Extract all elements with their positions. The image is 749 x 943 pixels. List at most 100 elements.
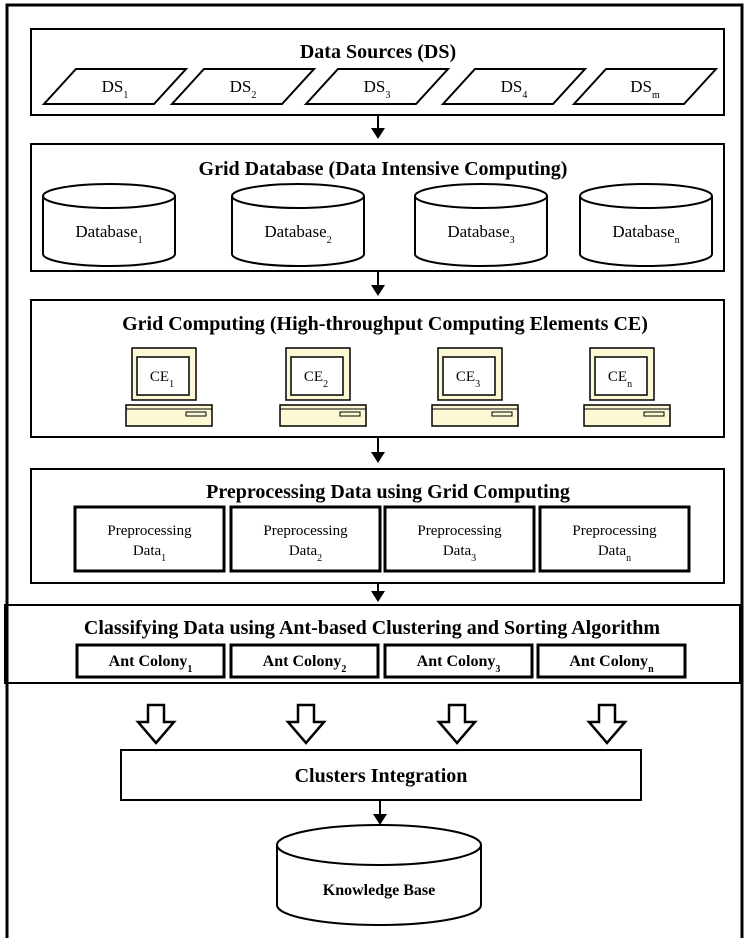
hollow-arrow-2 — [285, 703, 327, 745]
data-source-label-base: DS — [230, 77, 252, 96]
knowledge-base-label: Knowledge Base — [323, 882, 435, 899]
data-source-label-sub: m — [652, 90, 660, 101]
database-label: Database3 — [447, 222, 514, 246]
database-label: Databasen — [612, 222, 679, 246]
computer-label-sub: 2 — [323, 379, 328, 390]
database-label-base: Database — [75, 222, 137, 241]
ant-colony-2: Ant Colony2 — [229, 643, 380, 679]
database-label-base: Database — [612, 222, 674, 241]
computer-screen — [136, 356, 190, 396]
data-source-3: DS3 — [303, 68, 451, 105]
data-source-label: DS1 — [102, 77, 129, 101]
database-cylinder — [579, 196, 713, 267]
arrow-4 — [371, 583, 385, 602]
computer-label: CE1 — [150, 369, 174, 390]
preprocessing-line2: Data1 — [133, 543, 166, 564]
database-label-base: Database — [264, 222, 326, 241]
grid-computing-section: Grid Computing (High-throughput Computin… — [30, 299, 725, 438]
ant-colony-label-base: Ant Colony — [263, 653, 342, 670]
database-label-sub: n — [675, 235, 680, 246]
data-source-shape — [41, 68, 189, 105]
data-source-label-base: DS — [501, 77, 523, 96]
database-2: Database2 — [231, 183, 365, 267]
preprocessing-line2-base: Data — [289, 543, 318, 559]
computer-label-base: CE — [608, 369, 627, 385]
database-cylinder-top — [231, 183, 365, 209]
computer-label-base: CE — [304, 369, 323, 385]
data-source-shape — [440, 68, 588, 105]
data-source-shape — [571, 68, 719, 105]
data-source-label: DS2 — [230, 77, 257, 101]
preprocessing-line2-sub: 1 — [161, 553, 166, 564]
computer-label-sub: 1 — [169, 379, 174, 390]
ant-colony-4: Ant Colonyn — [536, 643, 687, 679]
data-source-label-sub: 1 — [123, 90, 128, 101]
preprocessing-line2-sub: 3 — [471, 553, 476, 564]
computer-base — [125, 404, 213, 427]
database-cylinder-top — [42, 183, 176, 209]
hollow-arrows — [135, 703, 628, 745]
computer-screen — [290, 356, 344, 396]
preprocessing-line2-base: Data — [598, 543, 627, 559]
data-source-label-sub: 2 — [251, 90, 256, 101]
ant-colony-label-sub: 1 — [187, 664, 192, 675]
data-source-label-base: DS — [630, 77, 652, 96]
data-source-label: DSm — [630, 77, 660, 101]
computer-base — [583, 404, 671, 427]
database-label: Database2 — [264, 222, 331, 246]
preprocessing-line1: Preprocessing — [417, 523, 502, 539]
computer-label: CE3 — [456, 369, 480, 390]
arrow-3 — [371, 437, 385, 463]
data-source-1: DS1 — [41, 68, 189, 105]
data-source-4: DS4 — [440, 68, 588, 105]
database-label-sub: 3 — [510, 235, 515, 246]
ant-colony-label-base: Ant Colony — [569, 653, 648, 670]
computer-label-sub: n — [627, 379, 632, 390]
data-source-label-base: DS — [364, 77, 386, 96]
preprocessing-line1: Preprocessing — [107, 523, 192, 539]
computer-label: CE2 — [304, 369, 328, 390]
ant-colony-3: Ant Colony3 — [383, 643, 534, 679]
data-source-label: DS4 — [501, 77, 528, 101]
computer-icon-3: CE3 — [431, 347, 519, 427]
database-label: Database1 — [75, 222, 142, 246]
grid-database-title: Grid Database (Data Intensive Computing) — [199, 158, 568, 180]
database-cylinder — [42, 196, 176, 267]
computer-label: CEn — [608, 369, 632, 390]
database-cylinder — [414, 196, 548, 267]
database-cylinder-top — [579, 183, 713, 209]
classifying-section: Classifying Data using Ant-based Cluster… — [4, 604, 741, 684]
computer-icon-2: CE2 — [279, 347, 367, 427]
clusters-integration-label: Clusters Integration — [295, 765, 468, 787]
arrow-1 — [371, 115, 385, 139]
preprocessing-line2: Data3 — [443, 543, 476, 564]
preprocessing-line2: Data2 — [289, 543, 322, 564]
data-source-shape — [303, 68, 451, 105]
ant-colony-label-base: Ant Colony — [109, 653, 188, 670]
hollow-arrow-3 — [436, 703, 478, 745]
ant-colony-label: Ant Colonyn — [569, 653, 654, 675]
computer-label-base: CE — [150, 369, 169, 385]
data-source-2: DS2 — [169, 68, 317, 105]
arrow-2 — [371, 271, 385, 296]
hollow-arrow-4 — [586, 703, 628, 745]
data-sources-title: Data Sources (DS) — [300, 41, 456, 63]
preprocessing-line2-base: Data — [133, 543, 162, 559]
database-cylinder — [231, 196, 365, 267]
preprocessing-section: Preprocessing Data using Grid Computing … — [30, 468, 725, 584]
ant-colony-label: Ant Colony2 — [263, 653, 347, 675]
database-cylinder-top — [414, 183, 548, 209]
preprocessing-line1: Preprocessing — [263, 523, 348, 539]
database-1: Database1 — [42, 183, 176, 267]
ant-colony-label-sub: 3 — [495, 664, 500, 675]
data-source-5: DSm — [571, 68, 719, 105]
ant-colony-label: Ant Colony3 — [417, 653, 501, 675]
preprocessing-line2: Datan — [598, 543, 631, 564]
computer-base — [279, 404, 367, 427]
